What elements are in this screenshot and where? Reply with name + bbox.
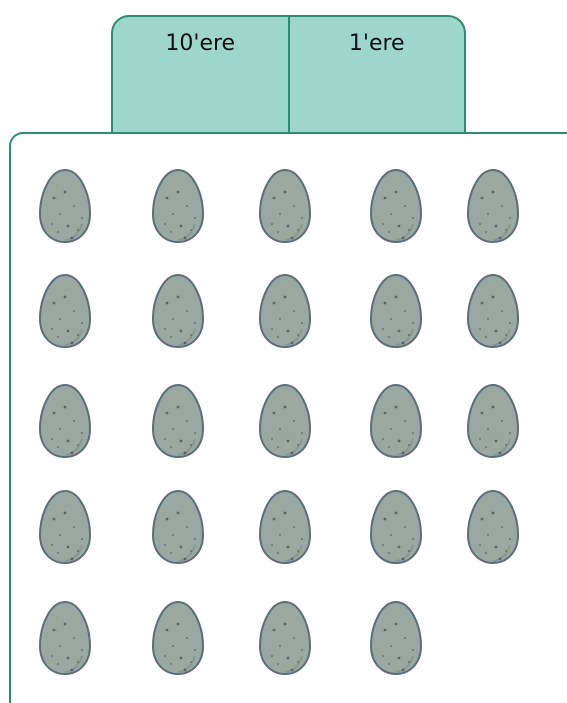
speckled-egg-icon bbox=[466, 273, 520, 349]
speckled-egg-icon bbox=[151, 168, 205, 244]
speckled-egg-icon bbox=[369, 273, 423, 349]
speckled-egg-icon bbox=[369, 383, 423, 459]
speckled-egg-icon bbox=[466, 383, 520, 459]
speckled-egg-icon bbox=[369, 489, 423, 565]
speckled-egg-icon bbox=[258, 600, 312, 676]
place-value-header: 10'ere 1'ere bbox=[111, 15, 466, 133]
speckled-egg-icon bbox=[466, 168, 520, 244]
speckled-egg-icon bbox=[38, 383, 92, 459]
speckled-egg-icon bbox=[258, 489, 312, 565]
speckled-egg-icon bbox=[38, 489, 92, 565]
speckled-egg-icon bbox=[466, 489, 520, 565]
speckled-egg-icon bbox=[38, 168, 92, 244]
speckled-egg-icon bbox=[151, 383, 205, 459]
speckled-egg-icon bbox=[38, 600, 92, 676]
ones-column-header: 1'ere bbox=[288, 17, 465, 133]
speckled-egg-icon bbox=[369, 168, 423, 244]
speckled-egg-icon bbox=[258, 168, 312, 244]
speckled-egg-icon bbox=[258, 273, 312, 349]
speckled-egg-icon bbox=[151, 273, 205, 349]
speckled-egg-icon bbox=[369, 600, 423, 676]
speckled-egg-icon bbox=[151, 489, 205, 565]
speckled-egg-icon bbox=[258, 383, 312, 459]
speckled-egg-icon bbox=[151, 600, 205, 676]
tens-column-header: 10'ere bbox=[113, 17, 288, 133]
speckled-egg-icon bbox=[38, 273, 92, 349]
